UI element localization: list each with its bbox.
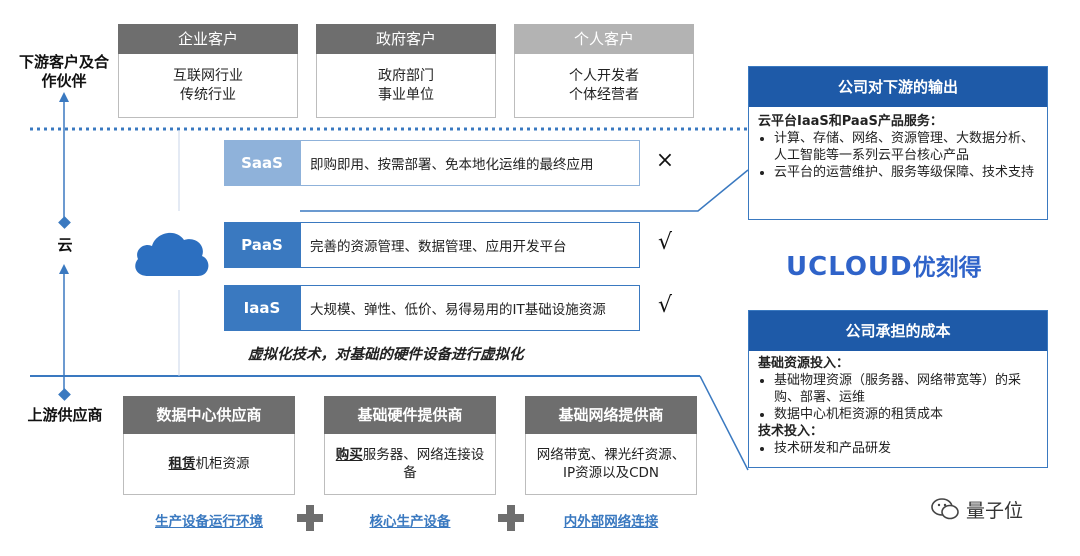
cost-section-subtitle: 技术投入： [758, 424, 824, 439]
customer-title: 政府客户 [316, 24, 496, 54]
customer-body: 个人开发者 个体经营者 [514, 54, 694, 118]
customer-line: 事业单位 [378, 86, 434, 103]
supplier-caption: 生产设备运行环境 [155, 514, 263, 530]
cost-panel-title: 公司承担的成本 [749, 311, 1047, 351]
supplier-desc: 购买服务器、网络连接设备 [335, 446, 485, 482]
cost-panel: 公司承担的成本 基础资源投入： 基础物理资源（服务器、网络带宽等）的采购、部署、… [748, 310, 1048, 468]
supplier-caption: 内外部网络连接 [563, 514, 659, 530]
output-panel-list: 计算、存储、网络、资源管理、大数据分析、人工智能等一系列云平台核心产品 云平台的… [758, 130, 1037, 181]
layer-tag: PaaS [224, 222, 300, 268]
plus-icon [297, 505, 323, 531]
customer-card-government: 政府客户 政府部门 事业单位 [316, 24, 496, 118]
cost-section-subtitle: 基础资源投入： [758, 356, 850, 371]
customer-line: 互联网行业 [173, 67, 243, 84]
supplier-keyword: 租赁 [168, 456, 196, 472]
customer-line: 传统行业 [180, 86, 236, 103]
layer-tag: IaaS [224, 285, 300, 331]
layer-desc: 大规模、弹性、低价、易得易用的IT基础设施资源 [300, 285, 640, 331]
check-mark: √ [657, 230, 673, 255]
customer-body: 政府部门 事业单位 [316, 54, 496, 118]
supplier-title: 数据中心供应商 [123, 396, 295, 434]
supplier-card-datacenter: 数据中心供应商 租赁机柜资源 [123, 396, 295, 495]
supplier-card-network: 基础网络提供商 网络带宽、裸光纤资源、IP资源以及CDN [525, 396, 697, 495]
downstream-label: 下游客户及合作伙伴 [18, 53, 109, 90]
cross-mark: × [655, 148, 675, 173]
output-panel: 公司对下游的输出 云平台IaaS和PaaS产品服务： 计算、存储、网络、资源管理… [748, 66, 1048, 220]
supplier-desc-rest: 机柜资源 [195, 456, 250, 472]
output-panel-item: 计算、存储、网络、资源管理、大数据分析、人工智能等一系列云平台核心产品 [774, 130, 1037, 164]
cost-item: 基础物理资源（服务器、网络带宽等）的采购、部署、运维 [774, 372, 1037, 406]
ucloud-logo: UCLOUD优刻得 [786, 248, 1026, 288]
cloud-label: 云 [57, 236, 73, 254]
logo-latin: UCLOUD [786, 252, 913, 282]
customer-line: 个体经营者 [569, 86, 639, 103]
check-mark: √ [657, 293, 673, 318]
output-panel-subtitle: 云平台IaaS和PaaS产品服务： [758, 114, 943, 129]
watermark-text: 量子位 [966, 499, 1024, 522]
customer-card-individual: 个人客户 个人开发者 个体经营者 [514, 24, 694, 118]
supplier-body: 网络带宽、裸光纤资源、IP资源以及CDN [525, 434, 697, 495]
customer-title: 个人客户 [514, 24, 694, 54]
layer-paas: PaaS 完善的资源管理、数据管理、应用开发平台 [224, 222, 640, 268]
supplier-title: 基础硬件提供商 [324, 396, 496, 434]
supplier-title: 基础网络提供商 [525, 396, 697, 434]
logo-cn: 优刻得 [912, 255, 982, 281]
supplier-body: 租赁机柜资源 [123, 434, 295, 495]
supplier-desc: 租赁机柜资源 [124, 455, 294, 473]
upstream-label: 上游供应商 [27, 406, 103, 424]
cloud-icon [135, 232, 209, 276]
supplier-caption: 核心生产设备 [369, 514, 451, 530]
layer-iaas: IaaS 大规模、弹性、低价、易得易用的IT基础设施资源 [224, 285, 640, 331]
supplier-body: 购买服务器、网络连接设备 [324, 434, 496, 495]
output-panel-title: 公司对下游的输出 [749, 67, 1047, 107]
layer-desc: 即购即用、按需部署、免本地化运维的最终应用 [300, 140, 640, 186]
output-panel-item: 云平台的运营维护、服务等级保障、技术支持 [774, 164, 1037, 181]
supplier-card-hardware: 基础硬件提供商 购买服务器、网络连接设备 [324, 396, 496, 495]
supplier-desc: 网络带宽、裸光纤资源、IP资源以及CDN [536, 447, 686, 481]
layer-saas: SaaS 即购即用、按需部署、免本地化运维的最终应用 [224, 140, 640, 186]
supplier-desc-rest: 服务器、网络连接设备 [362, 447, 485, 481]
supplier-keyword: 购买 [335, 447, 363, 463]
cost-item: 数据中心机柜资源的租赁成本 [774, 406, 1037, 423]
watermark: 量子位 [930, 494, 1060, 524]
virtualization-note: 虚拟化技术，对基础的硬件设备进行虚拟化 [248, 347, 524, 363]
customer-card-enterprise: 企业客户 互联网行业 传统行业 [118, 24, 298, 118]
wechat-icon [931, 498, 959, 520]
cost-item: 技术研发和产品研发 [774, 440, 1037, 457]
customer-body: 互联网行业 传统行业 [118, 54, 298, 118]
cost-section-list: 基础物理资源（服务器、网络带宽等）的采购、部署、运维 数据中心机柜资源的租赁成本 [758, 372, 1037, 423]
cost-panel-body: 基础资源投入： 基础物理资源（服务器、网络带宽等）的采购、部署、运维 数据中心机… [749, 351, 1047, 463]
customer-line: 个人开发者 [569, 67, 639, 84]
output-panel-body: 云平台IaaS和PaaS产品服务： 计算、存储、网络、资源管理、大数据分析、人工… [749, 107, 1047, 187]
cost-section-list: 技术研发和产品研发 [758, 440, 1037, 457]
customer-line: 政府部门 [378, 67, 434, 84]
customer-title: 企业客户 [118, 24, 298, 54]
layer-desc: 完善的资源管理、数据管理、应用开发平台 [300, 222, 640, 268]
layer-tag: SaaS [224, 140, 300, 186]
plus-icon [498, 505, 524, 531]
